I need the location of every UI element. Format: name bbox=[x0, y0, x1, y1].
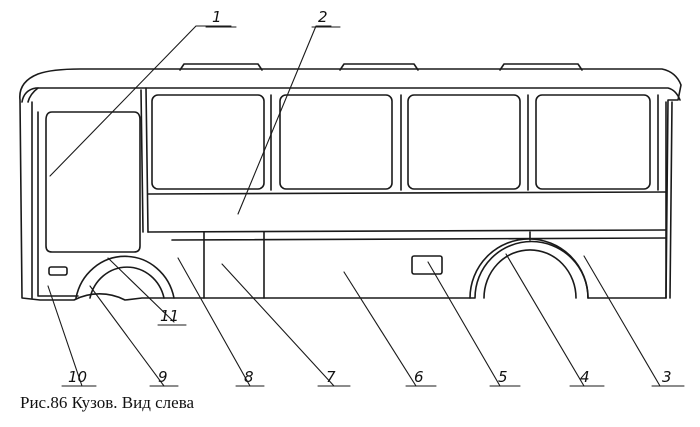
roof-line bbox=[21, 87, 681, 103]
callout-1: 1 bbox=[212, 8, 222, 26]
body-outline bbox=[19, 68, 682, 301]
callout-labels: 1 2 3 4 5 6 7 8 9 10 11 bbox=[68, 8, 672, 386]
front-door bbox=[37, 111, 79, 297]
callout-6: 6 bbox=[414, 368, 424, 386]
window-sill-line bbox=[147, 191, 667, 195]
callout-2: 2 bbox=[318, 8, 328, 26]
callout-10: 10 bbox=[68, 368, 87, 386]
callout-9: 9 bbox=[158, 368, 168, 386]
front-wheel-arch bbox=[75, 255, 175, 299]
callout-11: 11 bbox=[160, 307, 179, 325]
front-door-window bbox=[45, 111, 141, 253]
leader-lines bbox=[47, 25, 661, 387]
callout-7: 7 bbox=[326, 368, 336, 386]
rear-wheel-arch bbox=[469, 238, 589, 299]
callout-5: 5 bbox=[498, 368, 508, 386]
callout-3: 3 bbox=[662, 368, 672, 386]
callout-8: 8 bbox=[244, 368, 254, 386]
figure-caption: Рис.86 Кузов. Вид слева bbox=[20, 393, 195, 412]
side-hatch bbox=[411, 255, 443, 275]
lower-panels bbox=[203, 231, 265, 299]
callout-4: 4 bbox=[580, 368, 590, 386]
side-windows bbox=[151, 94, 651, 190]
roof-hatches bbox=[179, 63, 583, 71]
